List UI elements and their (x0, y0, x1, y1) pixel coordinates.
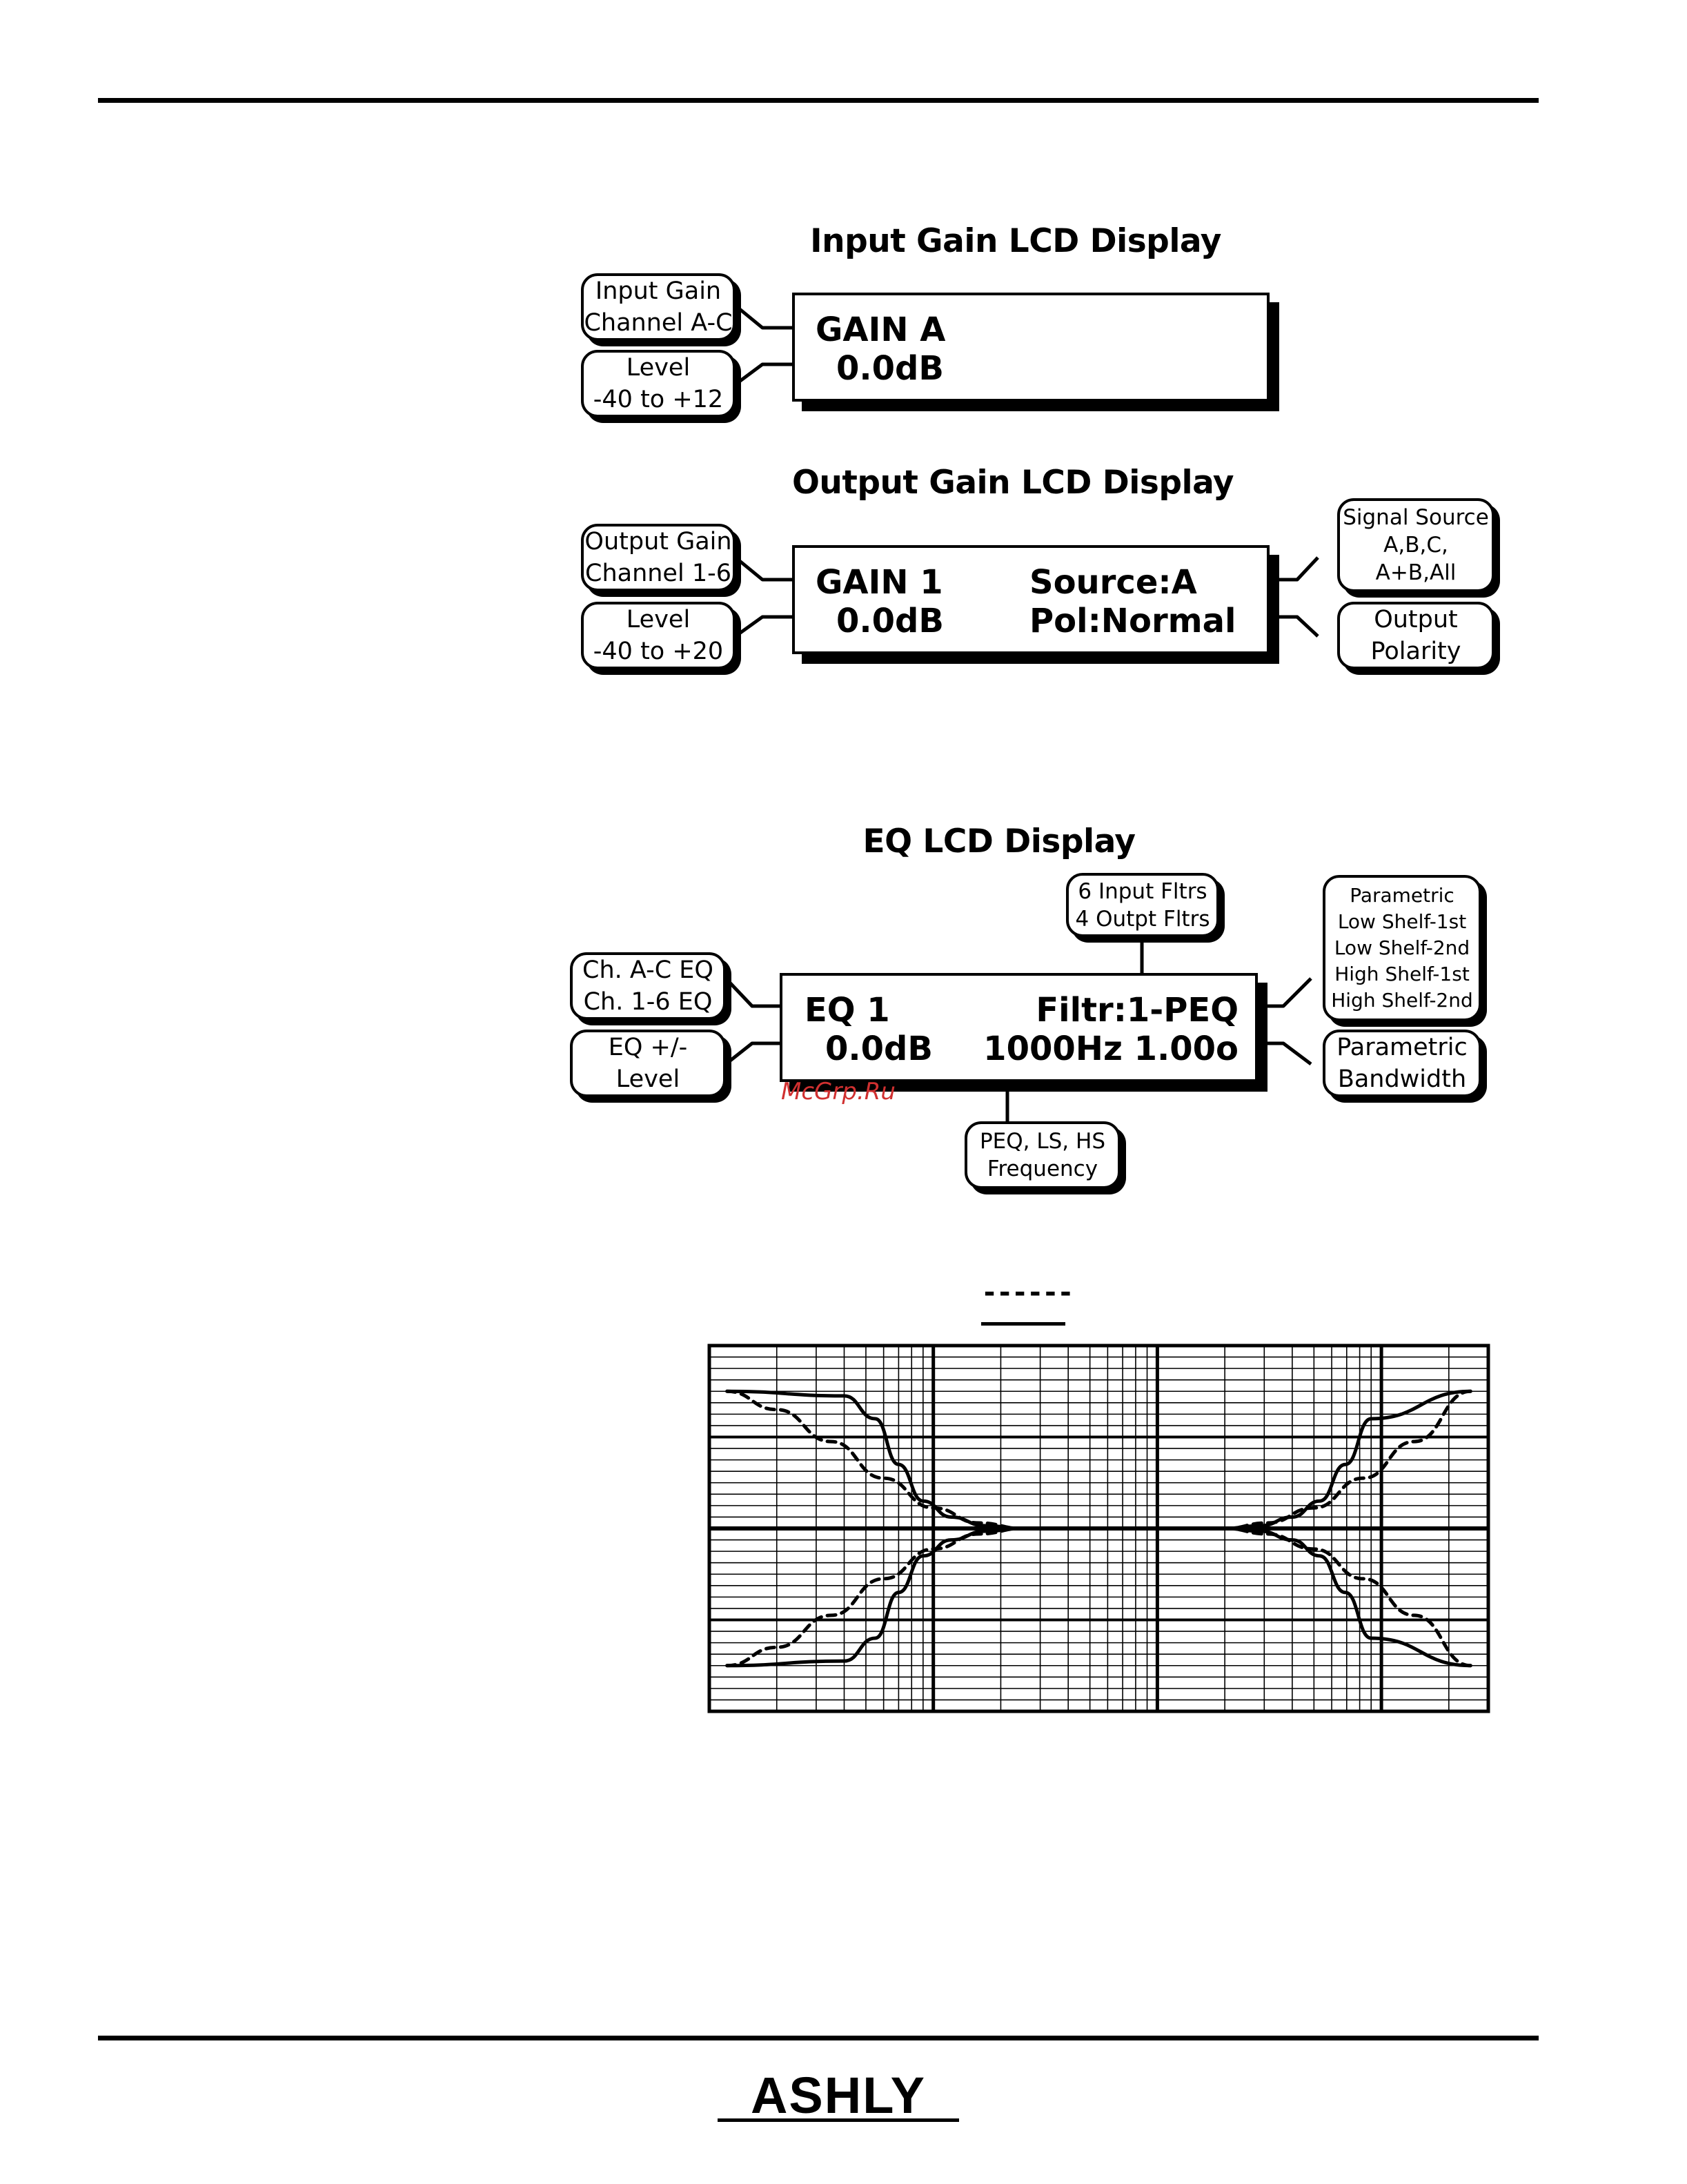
callout-eq-filters: 6 Input Fltrs 4 Outpt Fltrs (1066, 873, 1219, 937)
eq-curve-dashed (1223, 1389, 1472, 1531)
top-rule (98, 98, 1539, 103)
callout-output-polarity: Output Polarity (1337, 602, 1494, 669)
eq-title: EQ LCD Display (862, 823, 1136, 860)
eq-curve-dashed (725, 1389, 1025, 1531)
callout-input-gain-level: Level -40 to +12 (581, 350, 736, 417)
lcd-line2-left: 0.0dB (825, 1030, 933, 1068)
callout-output-gain-level: Level -40 to +20 (581, 602, 736, 669)
bottom-rule (98, 2036, 1539, 2040)
lcd-line1: GAIN A (816, 311, 946, 349)
input-gain-lcd: GAIN A 0.0dB (792, 293, 1270, 402)
lcd-line1-left: GAIN 1 (816, 563, 943, 602)
eq-curve-solid (1223, 1526, 1472, 1668)
lcd-line1-right: Source:A (1029, 563, 1197, 602)
lcd-line2-right: 1000Hz 1.00o (983, 1030, 1239, 1068)
output-gain-title: Output Gain LCD Display (791, 464, 1234, 502)
output-gain-lcd: GAIN 1 0.0dB Source:A Pol:Normal (792, 545, 1270, 654)
eq-lcd: EQ 1 0.0dB Filtr:1-PEQ 1000Hz 1.00o (780, 973, 1258, 1082)
callout-eq-channel: Ch. A-C EQ Ch. 1-6 EQ (570, 952, 726, 1020)
input-gain-title: Input Gain LCD Display (810, 222, 1221, 260)
callout-parametric-bandwidth: Parametric Bandwidth (1323, 1030, 1481, 1097)
callout-input-gain-channel: Input Gain Channel A-C (581, 273, 736, 341)
eq-curve-solid (1223, 1389, 1472, 1531)
callout-eq-level: EQ +/- Level (570, 1030, 726, 1097)
callout-signal-source: Signal Source A,B,C, A+B,All (1337, 498, 1494, 592)
eq-curve-dashed (1223, 1526, 1472, 1668)
lcd-line2: 0.0dB (836, 349, 944, 388)
ashly-logo: ASHLY (718, 2072, 959, 2124)
legend-solid-swatch (981, 1322, 1065, 1326)
legend-dashed-label: ------ (981, 1277, 1074, 1308)
watermark: McGrp.Ru (781, 1078, 896, 1105)
eq-curve-dashed (725, 1526, 1025, 1668)
callout-frequency: PEQ, LS, HS Frequency (965, 1121, 1121, 1189)
lcd-line2-right: Pol:Normal (1029, 602, 1236, 640)
callout-filter-type: Parametric Low Shelf-1st Low Shelf-2nd H… (1323, 875, 1481, 1021)
lcd-line1-right: Filtr:1-PEQ (1036, 991, 1239, 1030)
svg-text:ASHLY: ASHLY (751, 2072, 926, 2124)
lcd-line2-left: 0.0dB (836, 602, 944, 640)
callout-output-gain-channel: Output Gain Channel 1-6 (581, 524, 736, 591)
lcd-line1-left: EQ 1 (805, 991, 890, 1030)
